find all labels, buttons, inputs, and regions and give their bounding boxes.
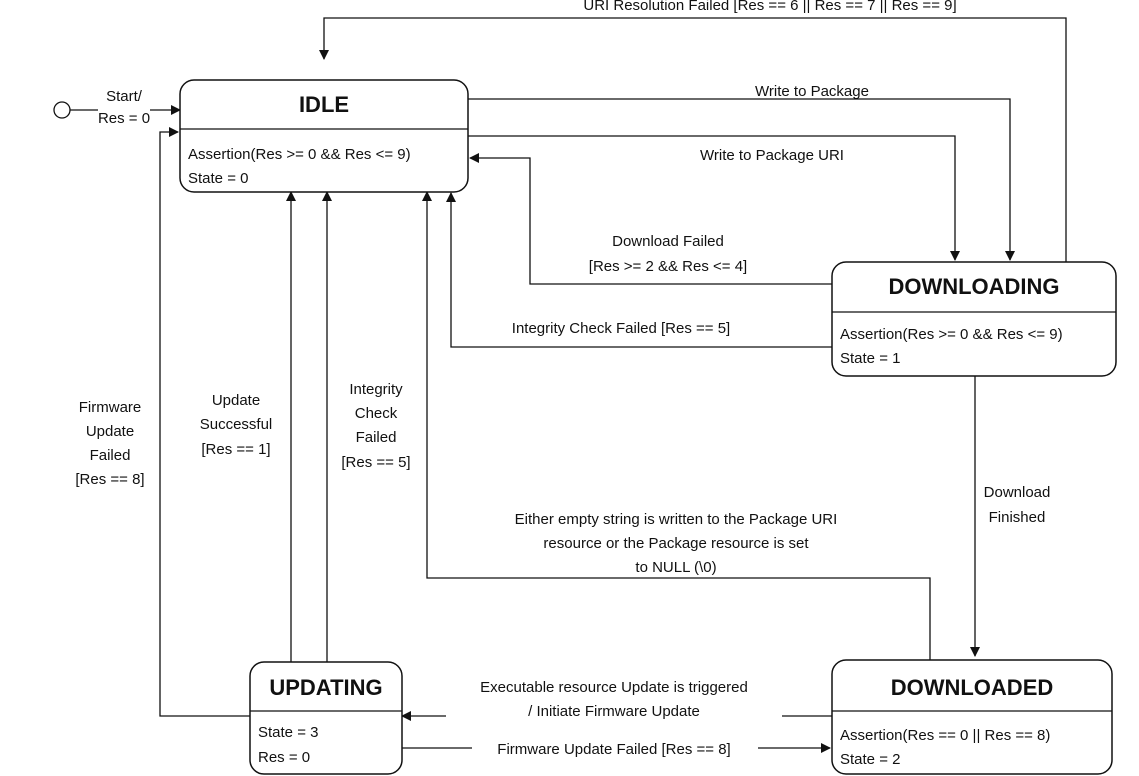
label-execute-update-line-2: / Initiate Firmware Update (528, 703, 700, 720)
label-ifu-line-2: Check (355, 405, 398, 422)
edge-empty-string (422, 191, 931, 660)
edge-firmware-update-failed-idle (159, 127, 250, 717)
state-downloading: DOWNLOADING Assertion(Res >= 0 && Res <=… (831, 261, 1117, 377)
label-download-finished-line-1: Download (984, 484, 1051, 501)
state-updating-line-1: State = 3 (258, 724, 318, 741)
label-start-line-2: Res = 0 (98, 110, 150, 127)
label-empty-string: Either empty string is written to the Pa… (515, 511, 838, 576)
label-uri-resolution-failed: URI Resolution Failed [Res == 6 || Res =… (583, 0, 956, 14)
state-downloaded-line-1: Assertion(Res == 0 || Res == 8) (840, 727, 1050, 744)
label-firmware-update-failed-downloaded: Firmware Update Failed [Res == 8] (497, 741, 730, 758)
state-idle-line-1: Assertion(Res >= 0 && Res <= 9) (188, 146, 411, 163)
label-ifu-line-4: [Res == 5] (341, 454, 410, 471)
state-updating-title: UPDATING (269, 675, 382, 700)
label-ifu-line-3: Failed (356, 429, 397, 446)
state-idle-line-2: State = 0 (188, 170, 248, 187)
label-fuf-idle-line-3: Failed (90, 447, 131, 464)
state-downloaded: DOWNLOADED Assertion(Res == 0 || Res == … (831, 659, 1113, 775)
label-fuf-idle-line-2: Update (86, 423, 134, 440)
state-downloaded-line-2: State = 2 (840, 751, 900, 768)
state-updating-line-2: Res = 0 (258, 749, 310, 766)
label-execute-update: Executable resource Update is triggered … (480, 679, 748, 720)
edge-write-package (466, 98, 1015, 261)
label-ifu-line-1: Integrity (349, 381, 403, 398)
label-empty-string-line-3: to NULL (\0) (635, 559, 716, 576)
label-download-failed-line-2: [Res >= 2 && Res <= 4] (589, 258, 747, 275)
label-fuf-idle-line-4: [Res == 8] (75, 471, 144, 488)
edge-uri-resolution-failed (319, 17, 1067, 262)
label-update-successful: Update Successful [Res == 1] (200, 392, 273, 458)
edge-integrity-failed-downloading (446, 192, 832, 348)
label-write-package: Write to Package (755, 83, 869, 100)
label-integrity-failed-updating: Integrity Check Failed [Res == 5] (341, 381, 410, 471)
label-download-finished-line-2: Finished (989, 509, 1046, 526)
label-write-package-uri: Write to Package URI (700, 147, 844, 164)
state-idle-title: IDLE (299, 92, 349, 117)
label-fuf-idle-line-1: Firmware (79, 399, 142, 416)
initial-state-circle (53, 101, 71, 119)
label-backdrop (446, 672, 782, 728)
edge-download-failed (469, 153, 832, 285)
state-idle: IDLE Assertion(Res >= 0 && Res <= 9) Sta… (179, 79, 469, 193)
label-download-failed-line-1: Download Failed (612, 233, 724, 250)
label-download-finished: Download Finished (984, 484, 1051, 526)
label-update-successful-line-2: Successful (200, 416, 273, 433)
label-update-successful-line-1: Update (212, 392, 260, 409)
label-start-line-1: Start/ (106, 88, 143, 105)
state-downloading-line-1: Assertion(Res >= 0 && Res <= 9) (840, 326, 1063, 343)
state-downloading-line-2: State = 1 (840, 350, 900, 367)
label-empty-string-line-1: Either empty string is written to the Pa… (515, 511, 838, 528)
label-firmware-update-failed-idle: Firmware Update Failed [Res == 8] (75, 399, 144, 488)
label-empty-string-line-2: resource or the Package resource is set (543, 535, 809, 552)
state-downloading-title: DOWNLOADING (888, 274, 1059, 299)
label-start: Start/ Res = 0 (98, 88, 150, 127)
state-updating: UPDATING State = 3 Res = 0 (249, 661, 403, 775)
label-execute-update-line-1: Executable resource Update is triggered (480, 679, 748, 696)
label-download-failed: Download Failed [Res >= 2 && Res <= 4] (589, 233, 747, 275)
label-update-successful-line-3: [Res == 1] (201, 441, 270, 458)
state-downloaded-title: DOWNLOADED (891, 675, 1054, 700)
label-backdrop (472, 737, 758, 759)
label-integrity-failed-downloading: Integrity Check Failed [Res == 5] (512, 320, 730, 337)
edge-write-package-uri (466, 135, 960, 261)
